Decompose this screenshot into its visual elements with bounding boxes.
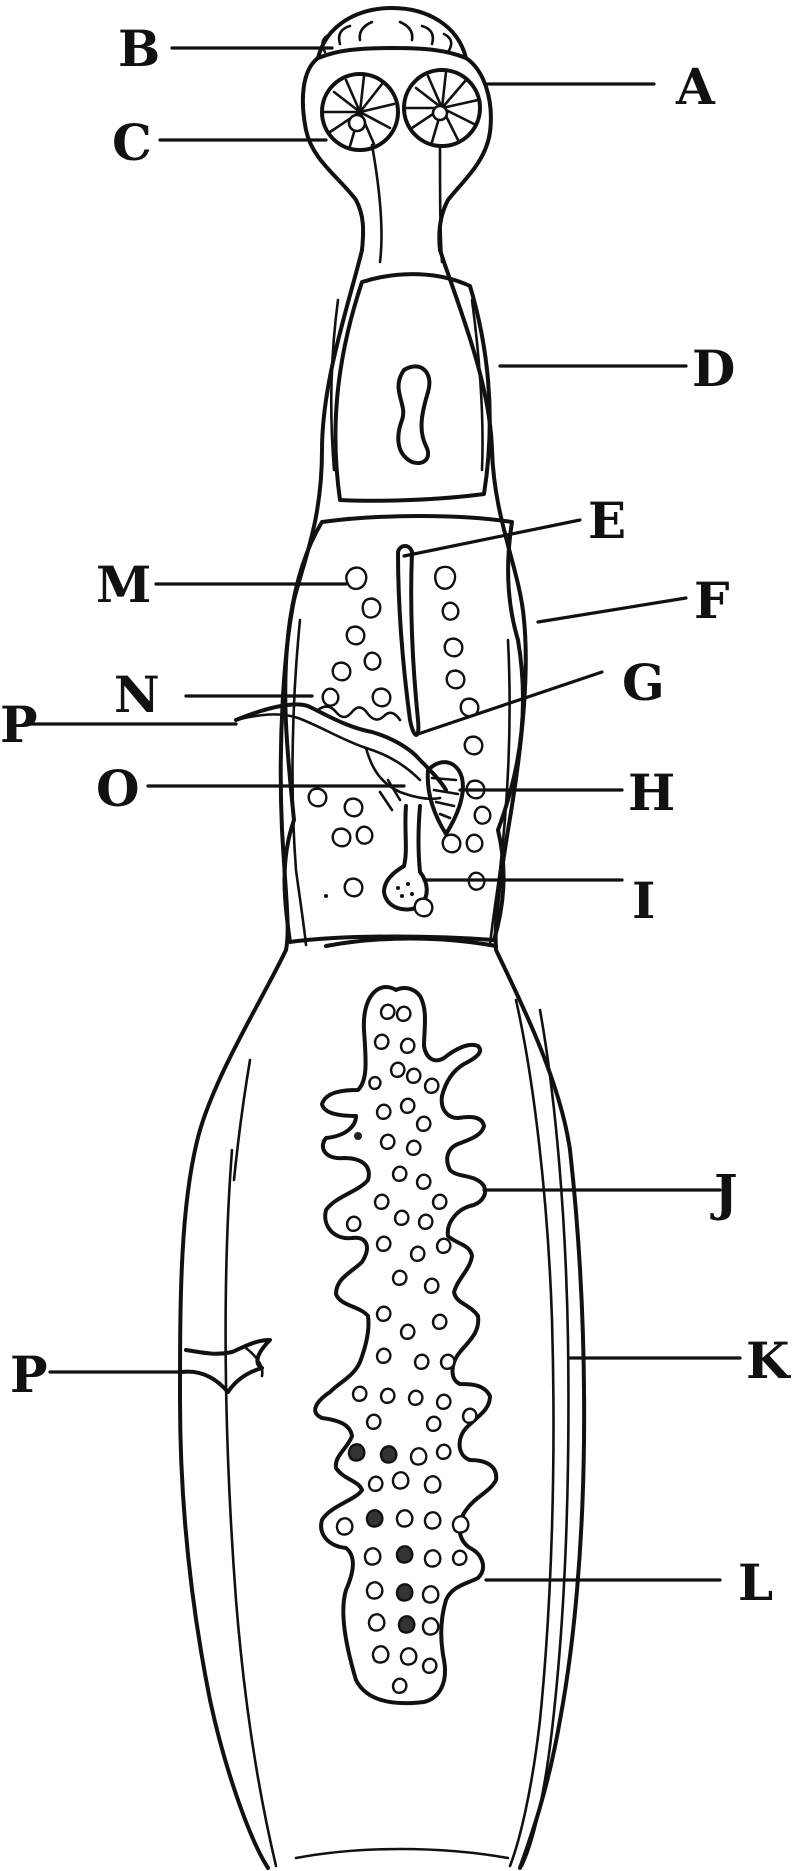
label-G: G xyxy=(622,653,665,712)
sucker-left xyxy=(320,72,400,152)
label-D: D xyxy=(692,339,735,398)
label-B: B xyxy=(118,19,160,78)
label-I: I xyxy=(632,871,655,930)
leader-lines xyxy=(28,46,742,1582)
cirrus-wavy xyxy=(316,705,402,722)
rostellar-hooks xyxy=(321,20,453,54)
mature-proglottid xyxy=(234,514,525,944)
scolex-inner-line xyxy=(370,143,444,264)
label-A: A xyxy=(675,57,716,116)
label-C: C xyxy=(112,113,152,172)
label-M: M xyxy=(96,555,151,614)
label-J: J xyxy=(710,1163,738,1222)
label-K: K xyxy=(746,1331,791,1390)
immature-proglottid xyxy=(333,272,492,503)
label-L: L xyxy=(738,1553,773,1612)
ovary xyxy=(425,760,465,836)
label-F: F xyxy=(694,571,730,630)
strobila-outline xyxy=(178,248,587,1870)
rostellum xyxy=(316,6,468,60)
label-E: E xyxy=(588,491,626,550)
uterus-eggs xyxy=(335,1003,478,1694)
uterus xyxy=(313,984,499,1706)
uterus-stem xyxy=(396,544,421,737)
genital-pore-lower xyxy=(180,1338,272,1394)
leader-E xyxy=(402,518,582,558)
label-N: N xyxy=(114,665,160,724)
genital-duct xyxy=(234,702,448,792)
leader-G xyxy=(416,670,604,736)
label-P1: P xyxy=(0,695,38,754)
gravid-proglottid xyxy=(180,936,510,1860)
labels: B A C D E M F N G P O H I J K P L xyxy=(0,19,791,1612)
leader-F xyxy=(536,596,688,624)
label-O: O xyxy=(96,759,140,818)
sucker-right xyxy=(402,68,482,148)
scolex xyxy=(300,6,493,264)
immature-organ xyxy=(396,364,432,465)
label-P2: P xyxy=(10,1345,48,1404)
label-H: H xyxy=(628,763,675,822)
testes xyxy=(307,565,492,918)
